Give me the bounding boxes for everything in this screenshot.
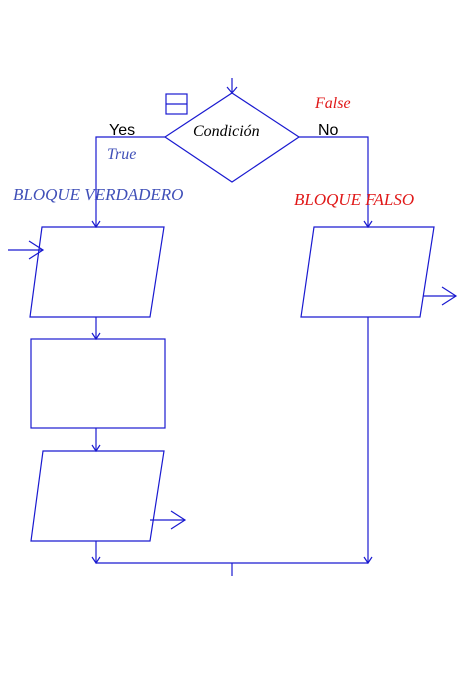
yes-label: Yes (109, 122, 136, 139)
false-block-title: BLOQUE FALSO (294, 190, 415, 209)
true-connector-2 (91, 428, 101, 453)
condition-diamond[interactable] (163, 92, 301, 183)
false-output-arrow-icon (423, 286, 458, 306)
no-label: No (318, 122, 339, 139)
true-label: True (107, 146, 137, 163)
true-block-title: BLOQUE VERDADERO (13, 185, 184, 204)
no-branch-connector (299, 136, 373, 229)
collapse-toggle-icon[interactable] (165, 93, 188, 115)
true-merge-connector (91, 541, 101, 565)
true-output-arrow-icon (150, 510, 187, 530)
condition-label: Condición (193, 123, 260, 140)
true-output-block[interactable] (30, 450, 165, 542)
false-label: False (315, 95, 351, 112)
true-process-block[interactable] (30, 338, 166, 429)
false-output-block[interactable] (300, 226, 435, 318)
false-merge-connector (363, 317, 373, 565)
true-connector-1 (91, 317, 101, 341)
input-arrow-icon (8, 240, 45, 260)
true-input-block[interactable] (29, 226, 165, 318)
entry-arrow-top (226, 78, 238, 94)
merge-line (96, 562, 368, 576)
